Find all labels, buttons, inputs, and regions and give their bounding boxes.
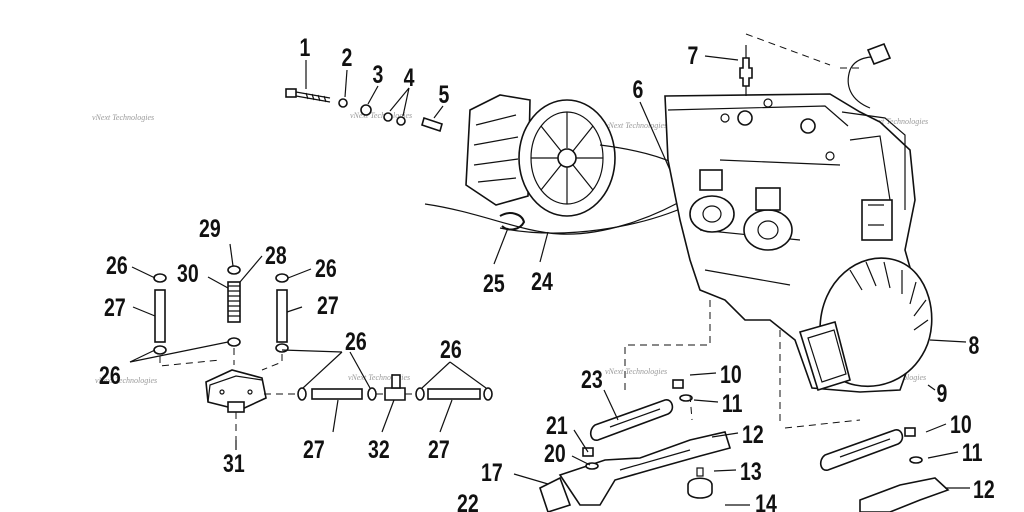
watermark: vNext Technologies <box>350 111 412 120</box>
callout-11b: 11 <box>962 439 983 467</box>
washer <box>338 98 348 108</box>
callout-20: 20 <box>544 440 566 468</box>
mount-plate <box>819 429 904 471</box>
callout-2: 2 <box>342 44 353 72</box>
callout-27a: 27 <box>104 294 126 322</box>
washer <box>396 116 406 126</box>
watermark: vNext Technologies <box>95 376 157 385</box>
hose-clamp <box>367 387 377 401</box>
callouts: 1 2 3 4 5 6 7 8 9 10 11 12 13 14 10 11 1… <box>99 34 995 512</box>
callout-9: 9 <box>937 380 948 408</box>
callout-12: 12 <box>742 421 764 449</box>
callout-22: 22 <box>457 490 479 512</box>
callout-5: 5 <box>439 81 450 109</box>
callout-11: 11 <box>722 390 743 418</box>
washer <box>383 112 393 122</box>
callout-26d: 26 <box>440 336 462 364</box>
callout-1: 1 <box>300 34 311 62</box>
callout-12b: 12 <box>973 476 995 504</box>
hose-clamp <box>483 387 493 401</box>
watermark: vNext Technologies <box>605 367 667 376</box>
callout-8: 8 <box>969 332 980 360</box>
hose-clamp <box>275 273 289 283</box>
hose-clamp <box>153 273 167 283</box>
fuel-hose <box>154 289 166 343</box>
callout-26b: 26 <box>315 255 337 283</box>
callout-27b: 27 <box>317 292 339 320</box>
callout-28: 28 <box>265 242 287 270</box>
callout-17: 17 <box>481 459 503 487</box>
callout-7: 7 <box>688 42 699 70</box>
pulse-spring <box>227 281 241 323</box>
watermark: vNext Technologies <box>92 113 154 122</box>
mount-bracket <box>859 477 950 512</box>
recoil-starter <box>798 257 933 392</box>
callout-26c: 26 <box>345 328 367 356</box>
watermark: vNext Technologies <box>866 117 928 126</box>
hose-clamp <box>415 387 425 401</box>
hose-clamp <box>153 345 167 355</box>
callout-27d: 27 <box>428 436 450 464</box>
callout-24: 24 <box>531 268 553 296</box>
callout-32: 32 <box>368 436 390 464</box>
hose-clamp <box>227 265 241 275</box>
spark-plug <box>739 42 892 109</box>
callout-26e: 26 <box>99 362 121 390</box>
callout-30: 30 <box>177 260 199 288</box>
washer <box>360 104 372 116</box>
ignition-coil <box>861 199 893 241</box>
fuel-pump-assembly <box>153 265 493 440</box>
cable-clamp <box>499 212 526 231</box>
rubber-mount <box>687 477 713 499</box>
callout-14: 14 <box>755 490 777 512</box>
callout-27c: 27 <box>303 436 325 464</box>
callout-13: 13 <box>740 458 762 486</box>
engine-mounts <box>539 300 950 512</box>
spacer <box>421 116 443 133</box>
callout-25: 25 <box>483 270 505 298</box>
watermark: vNext Technologies <box>348 373 410 382</box>
bolt-head <box>285 88 297 98</box>
callout-10b: 10 <box>950 411 972 439</box>
t-fitting <box>384 387 406 401</box>
watermark: vNext Technologies <box>605 121 667 130</box>
callout-29: 29 <box>199 215 221 243</box>
callout-21: 21 <box>546 412 568 440</box>
starter-handle <box>798 321 851 392</box>
fuel-hose <box>311 388 363 400</box>
hose-clamp <box>275 343 289 353</box>
hose-clamp <box>227 337 241 347</box>
callout-23: 23 <box>581 366 603 394</box>
mount-plate <box>589 399 674 441</box>
hose-clamp <box>297 387 307 401</box>
fuel-hose <box>276 289 288 343</box>
callout-3: 3 <box>373 61 384 89</box>
callout-6: 6 <box>633 76 644 104</box>
callout-26a: 26 <box>106 252 128 280</box>
drive-clutch <box>465 94 616 217</box>
callout-4: 4 <box>404 64 415 92</box>
fuel-hose <box>427 388 481 400</box>
callout-10: 10 <box>720 361 742 389</box>
callout-31: 31 <box>223 450 245 478</box>
drive-bolt-assembly <box>285 88 443 133</box>
leader-lines <box>129 33 970 506</box>
